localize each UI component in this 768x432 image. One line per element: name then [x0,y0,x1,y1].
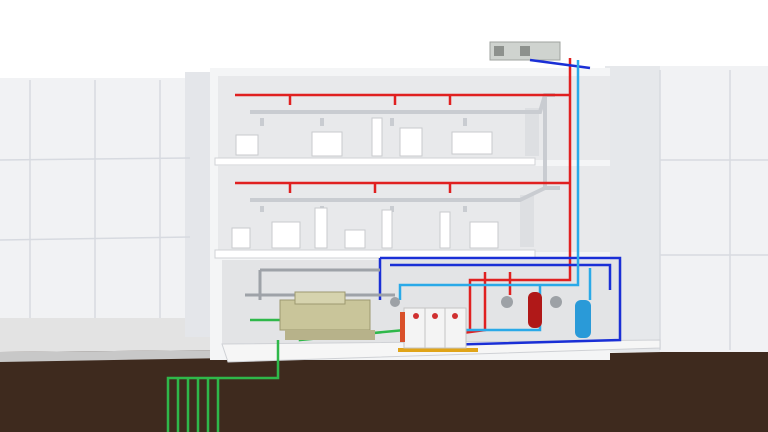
chilled-water-pipes [378,58,622,347]
right-building [605,66,768,352]
heat-pump-modules [398,307,478,352]
buffer-tank-blue [575,300,591,338]
rooftop-unit [489,41,561,61]
left-building [0,72,215,337]
office-furniture [231,117,499,249]
pumps [390,296,562,308]
buffer-tank-red [528,292,542,328]
ground-edge [0,350,230,362]
chiller [279,291,375,340]
ground-surface [0,315,230,352]
